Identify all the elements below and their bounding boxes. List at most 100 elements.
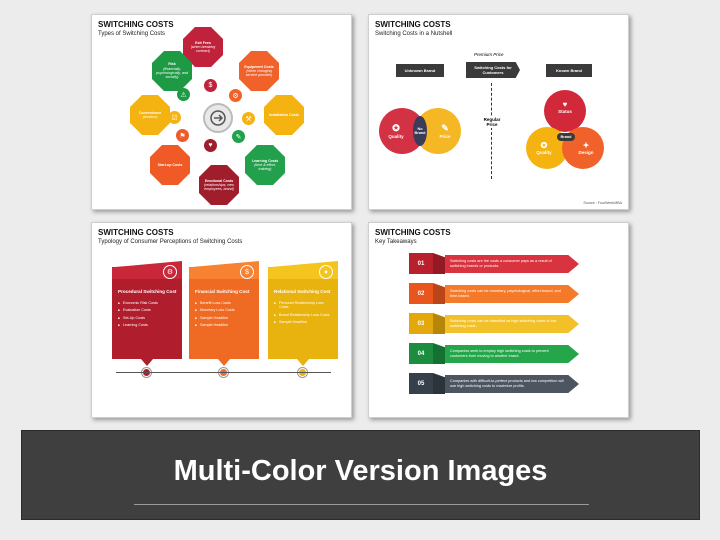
slide-switching-costs-nutshell[interactable]: SWITCHING COSTS Switching Costs in a Nut… <box>368 14 629 210</box>
medal-icon: ✪ <box>392 123 400 133</box>
card-icon: ♦ <box>319 265 333 279</box>
card-icon: ⚙ <box>163 265 177 279</box>
slide-subtitle: Switching Costs in a Nutshell <box>375 31 453 37</box>
takeaway-number: 01 <box>409 253 433 274</box>
switching-costs-pill: Switching Costs for Customers <box>466 62 520 78</box>
petal-icon-7: ⚠ <box>177 88 190 101</box>
petal-3: Learning Costs(time & effort, training) <box>245 145 285 185</box>
price-label: Price <box>439 134 451 139</box>
card-icon: $ <box>240 265 254 279</box>
bulb-icon: ✦ <box>582 141 590 150</box>
tag-icon: ✎ <box>441 123 449 133</box>
petal-icon-3: ✎ <box>232 130 245 143</box>
petal-title: Risk <box>168 62 176 67</box>
status-circle: ♥ Status <box>544 90 586 132</box>
slide-subtitle: Key Takeaways <box>375 239 417 245</box>
takeaway-text: Companies seek to employ high switching … <box>445 345 579 363</box>
petal-icon-6: ☑ <box>168 111 181 124</box>
takeaway-number: 05 <box>409 373 433 394</box>
petal-1: Equipment Costs(when changing service pr… <box>239 51 279 91</box>
slide-types-of-switching-costs[interactable]: SWITCHING COSTS Types of Switching Costs… <box>91 14 352 210</box>
takeaway-number: 03 <box>409 313 433 334</box>
award-icon: ✪ <box>540 141 548 150</box>
no-brand-overlap: No Brand <box>413 116 427 146</box>
heartbeat-icon: ♥ <box>562 100 568 109</box>
card-item: Sample Headline <box>195 316 254 321</box>
petal-title: Emotional Costs <box>204 178 234 183</box>
petal-title: Installation Costs <box>269 112 299 117</box>
petal-2: Installation Costs <box>264 95 304 135</box>
petal-icon-4: ♥ <box>204 139 217 152</box>
slide-title: SWITCHING COSTS <box>375 228 451 237</box>
quality2-label: Quality <box>536 150 552 155</box>
takeaway-text: Switching costs can be monetary, psychol… <box>445 285 579 303</box>
takeaway-tab <box>433 283 445 304</box>
petal-desc: (when breaking contract) <box>190 44 216 54</box>
card-item: Sample Headline <box>195 323 254 328</box>
card-title: Relational Switching Cost <box>274 289 331 294</box>
card-item: Personal Relationship Loss Costs <box>274 301 333 310</box>
petal-desc: (financially, psychologically, and socia… <box>156 66 188 80</box>
petal-desc: (when changing service provider) <box>245 68 273 78</box>
takeaway-row-4: 05 Companies with difficult-to-perfect pr… <box>409 373 584 394</box>
petal-title: Exit Fees <box>195 40 211 45</box>
takeaway-row-0: 01 Switching costs are the costs a consum… <box>409 253 584 274</box>
takeaway-tab <box>433 373 445 394</box>
petal-5: Start-up Costs <box>150 145 190 185</box>
card-item: Sample Headline <box>274 320 333 325</box>
card-pointer <box>218 359 230 366</box>
card-pointer <box>141 359 153 366</box>
takeaway-row-3: 04 Companies seek to employ high switchin… <box>409 343 584 364</box>
card-pointer <box>297 359 309 366</box>
central-hub <box>203 103 233 133</box>
petal-7: Risk(financially, psychologically, and s… <box>152 51 192 91</box>
status-label: Status <box>558 109 572 114</box>
petal-desc: (relationships, new employees, brand) <box>204 182 234 192</box>
takeaway-tab <box>433 313 445 334</box>
petal-icon-1: ⚙ <box>229 89 242 102</box>
card-item: Monetary Loss Costs <box>195 308 254 313</box>
regular-price-label: Regular Price <box>479 116 505 128</box>
slide-typology-perceptions[interactable]: SWITCHING COSTS Typology of Consumer Per… <box>91 222 352 418</box>
banner-underline <box>134 504 589 505</box>
card-item: Learning Costs <box>118 323 177 328</box>
known-brand-pill: Known Brand <box>546 64 592 77</box>
card-item: Economic Risk Costs <box>118 301 177 306</box>
premium-price-label: Premium Price <box>474 52 504 57</box>
card-item: Benefit Loss Costs <box>195 301 254 306</box>
dashed-divider <box>491 83 492 179</box>
petal-icon-2: ⚒ <box>242 112 255 125</box>
brand-center-pill: Brand <box>557 133 575 141</box>
petal-6: Convenience(location) <box>130 95 170 135</box>
design-label: Design <box>578 150 594 155</box>
slide-subtitle: Types of Switching Costs <box>98 31 166 37</box>
petal-4: Emotional Costs(relationships, new emplo… <box>199 165 239 205</box>
petal-title: Convenience <box>138 110 162 115</box>
petal-title: Equipment Costs <box>244 64 274 69</box>
typology-card-0: ⚙ Procedural Switching CostEconomic Risk … <box>112 261 182 366</box>
switch-icon <box>210 110 226 126</box>
petal-icon-5: ⚑ <box>176 129 189 142</box>
slide-title: SWITCHING COSTS <box>98 228 174 237</box>
quality-label: Quality <box>388 134 404 139</box>
takeaway-text: Switching costs are the costs a consumer… <box>445 255 579 273</box>
no-brand-label: No Brand <box>414 127 426 135</box>
takeaway-row-2: 03 Switching costs can be classified as h… <box>409 313 584 334</box>
card-item: Set-Up Costs <box>118 316 177 321</box>
card-title: Procedural Switching Cost <box>118 289 177 294</box>
timeline-line <box>116 372 331 373</box>
petal-icon-0: $ <box>204 79 217 92</box>
unknown-brand-pill: Unknown Brand <box>396 64 444 77</box>
takeaway-number: 04 <box>409 343 433 364</box>
takeaway-text: Companies with difficult-to-perfect prod… <box>445 375 579 393</box>
card-item: Brand Relationship Loss Costs <box>274 313 333 318</box>
card-item: Evaluation Costs <box>118 308 177 313</box>
slide-title: SWITCHING COSTS <box>375 20 451 29</box>
typology-card-1: $Financial Switching CostBenefit Loss Co… <box>189 261 259 366</box>
petal-0: Exit Fees(when breaking contract) <box>183 27 223 67</box>
takeaway-text: Switching costs can be classified as hig… <box>445 315 579 333</box>
petal-title: Learning Costs <box>251 158 279 163</box>
petal-title: Start-up Costs <box>157 162 183 167</box>
